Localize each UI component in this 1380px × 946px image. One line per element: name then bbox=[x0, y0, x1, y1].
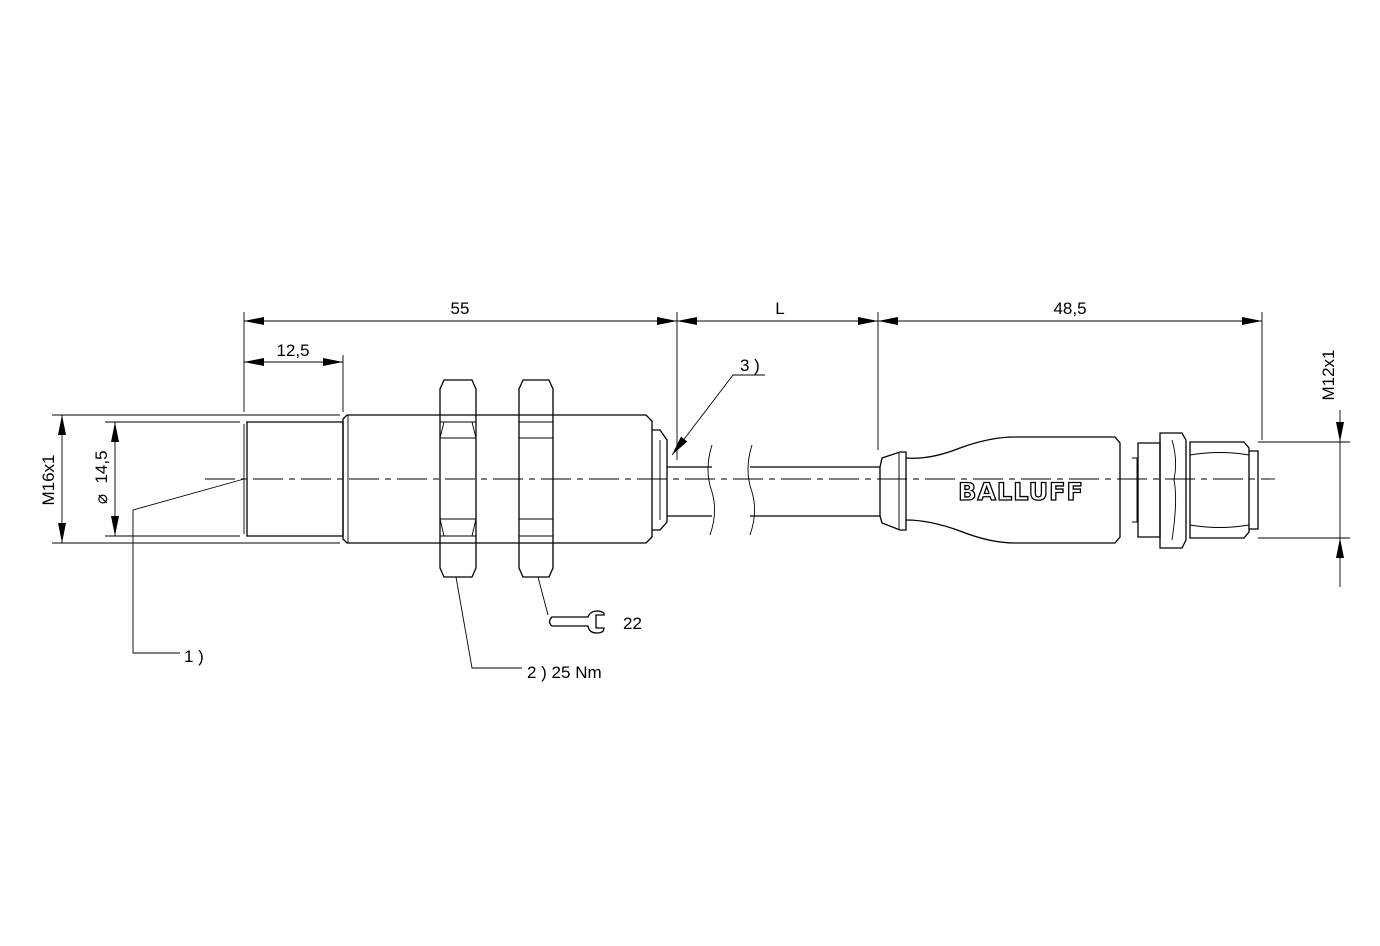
svg-text:3 ): 3 ) bbox=[740, 356, 760, 375]
sensor-body bbox=[243, 414, 668, 544]
cable bbox=[667, 444, 880, 536]
svg-text:2 ) 25 Nm: 2 ) 25 Nm bbox=[527, 663, 602, 682]
svg-text:M12x1: M12x1 bbox=[1319, 349, 1338, 400]
svg-text:⌀: ⌀ bbox=[92, 494, 111, 504]
svg-text:55: 55 bbox=[451, 299, 470, 318]
callout-wrench: 22 bbox=[537, 576, 642, 634]
wrench-icon bbox=[548, 610, 605, 634]
lock-nut-1 bbox=[439, 379, 477, 578]
svg-text:14,5: 14,5 bbox=[92, 450, 111, 483]
connector: BALLUFF bbox=[879, 432, 1259, 549]
dimension-diameter: ⌀ 14,5 bbox=[92, 422, 119, 536]
callout-1: 1 ) bbox=[132, 478, 245, 666]
dimension-12-5: 12,5 bbox=[244, 341, 343, 366]
dimension-55: 55 bbox=[244, 299, 677, 325]
svg-text:M16x1: M16x1 bbox=[39, 454, 58, 505]
dimension-48-5: 48,5 bbox=[878, 299, 1262, 325]
callout-2: 2 ) 25 Nm bbox=[455, 576, 602, 682]
dimension-L: L bbox=[677, 299, 878, 325]
dimension-m16x1: M16x1 bbox=[39, 415, 66, 543]
dimension-m12x1: M12x1 bbox=[1319, 349, 1344, 587]
balluff-logo: BALLUFF bbox=[958, 478, 1084, 506]
lock-nut-2 bbox=[518, 379, 554, 578]
svg-text:L: L bbox=[775, 299, 784, 318]
svg-text:22: 22 bbox=[623, 614, 642, 633]
svg-text:1 ): 1 ) bbox=[184, 647, 204, 666]
callout-3: 3 ) bbox=[671, 356, 765, 456]
svg-text:48,5: 48,5 bbox=[1053, 299, 1086, 318]
svg-text:12,5: 12,5 bbox=[276, 341, 309, 360]
extension-lines bbox=[52, 312, 1350, 544]
